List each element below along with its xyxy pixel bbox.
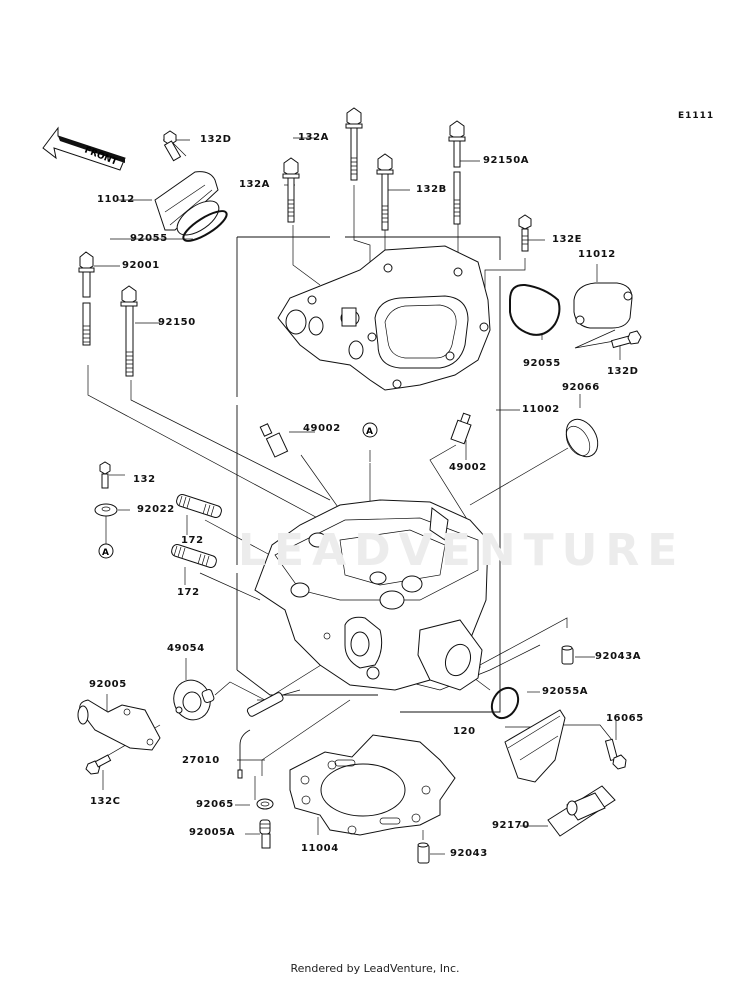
part-label-92022[interactable]: 92022 (137, 504, 175, 515)
reference-marker-a-top: A (362, 422, 378, 438)
part-label-172-upper[interactable]: 172 (181, 535, 204, 546)
temperature-sensor-drawing (237, 692, 284, 779)
lash-adjuster-right-drawing (450, 412, 472, 445)
dowel-92043-drawing (417, 842, 430, 864)
part-label-92043a[interactable]: 92043A (595, 651, 642, 662)
part-label-92065[interactable]: 92065 (196, 799, 234, 810)
cylinder-head-cover-drawing (277, 245, 491, 391)
bolt-132e-drawing (518, 214, 532, 252)
part-label-92150[interactable]: 92150 (158, 317, 196, 328)
part-label-132b[interactable]: 132B (416, 184, 447, 195)
part-label-92055-right[interactable]: 92055 (523, 358, 561, 369)
part-label-92150a[interactable]: 92150A (483, 155, 530, 166)
stud-upper-drawing (176, 493, 222, 519)
footer-credit: Rendered by LeadVenture, Inc. (290, 962, 460, 975)
part-label-11004[interactable]: 11004 (301, 843, 339, 854)
bolt-132d-drawing (163, 130, 182, 162)
bolt-120-drawing (604, 738, 627, 770)
svg-text:A: A (102, 548, 109, 558)
part-label-132c[interactable]: 132C (90, 796, 121, 807)
watermark: LEADVENTURE (238, 525, 686, 576)
part-label-49054[interactable]: 49054 (167, 643, 205, 654)
part-label-92170[interactable]: 92170 (492, 820, 530, 831)
washer-92022-drawing (94, 503, 118, 517)
bolt-132d-right-drawing (610, 330, 642, 349)
bolt-92150a-drawing (448, 120, 466, 225)
part-label-11012[interactable]: 11012 (97, 194, 135, 205)
cover-left-drawing (154, 171, 220, 236)
part-label-11012-right[interactable]: 11012 (578, 249, 616, 260)
part-label-92055[interactable]: 92055 (130, 233, 168, 244)
bolt-132c-drawing (85, 754, 112, 775)
bolt-92150-drawing (120, 285, 138, 377)
part-label-120[interactable]: 16065 (606, 713, 644, 724)
part-label-132d[interactable]: 132D (200, 134, 232, 145)
cylinder-head-drawing (254, 499, 489, 691)
bolt-132a1-drawing (282, 157, 300, 223)
part-label-92055a[interactable]: 92055A (542, 686, 589, 697)
part-label-49002-left[interactable]: 49002 (303, 423, 341, 434)
part-label-92001[interactable]: 92001 (122, 260, 160, 271)
part-label-132[interactable]: 132 (133, 474, 156, 485)
bolt-92001-drawing (78, 251, 95, 346)
front-arrow-label: FRONT (83, 146, 119, 168)
washer-92065-drawing (256, 798, 274, 810)
oring-92055a-drawing (490, 686, 520, 720)
part-label-92005a[interactable]: 92005A (189, 827, 236, 838)
oring-right-drawing (509, 283, 561, 336)
part-label-27010[interactable]: 27010 (182, 755, 220, 766)
part-label-132a-1[interactable]: 132A (239, 179, 271, 190)
bolt-132a2-drawing (345, 107, 363, 181)
bolt-132-drawing (99, 461, 111, 489)
nipple-92005a-drawing (259, 819, 271, 849)
cap-92066-drawing (565, 418, 599, 458)
bolt-132b-drawing (376, 153, 394, 231)
front-arrow-icon: FRONT (42, 126, 126, 171)
part-label-132e[interactable]: 132E (552, 234, 583, 245)
part-label-49002-right[interactable]: 49002 (449, 462, 487, 473)
reference-marker-a-left: A (98, 543, 114, 559)
head-gasket-drawing (289, 734, 456, 836)
dowel-92043a-drawing (561, 645, 574, 665)
part-label-132d-right[interactable]: 132D (607, 366, 639, 377)
part-label-11002[interactable]: 11002 (522, 404, 560, 415)
water-fitting-drawing (77, 699, 161, 751)
stud-lower-drawing (171, 543, 217, 569)
part-label-92005[interactable]: 92005 (89, 679, 127, 690)
part-label-172-lower[interactable]: 172 (177, 587, 200, 598)
cover-right-drawing (573, 282, 633, 329)
part-label-92066[interactable]: 92066 (562, 382, 600, 393)
thermostat-drawing (173, 679, 215, 721)
intake-holder-drawing (504, 709, 566, 783)
lash-adjuster-left-drawing (259, 423, 289, 458)
clamp-drawing (547, 785, 616, 837)
part-label-16065[interactable]: 120 (453, 726, 476, 737)
svg-text:A: A (366, 427, 373, 437)
leader-lines (87, 137, 621, 855)
part-label-92043[interactable]: 92043 (450, 848, 488, 859)
diagram-id: E1111 (678, 111, 715, 121)
part-label-132a-2[interactable]: 132A (298, 132, 330, 143)
oring-left-drawing (182, 210, 228, 242)
